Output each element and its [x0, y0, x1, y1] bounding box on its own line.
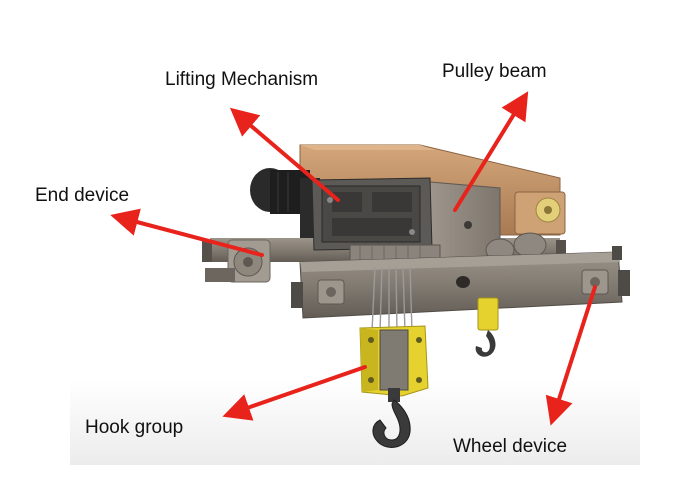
arrow-lifting-mechanism — [229, 107, 340, 202]
arrow-end-device — [110, 208, 264, 257]
end-device — [205, 239, 271, 283]
motor — [250, 168, 320, 238]
label-lifting-mechanism: Lifting Mechanism — [165, 69, 319, 90]
arrow-hook-group — [222, 365, 367, 421]
rear-hook — [475, 297, 499, 357]
lifting-mechanism — [311, 177, 433, 251]
wire-ropes — [371, 266, 413, 333]
label-pulley-beam: Pulley beam — [442, 61, 547, 82]
label-end-device: End device — [35, 185, 130, 206]
hook-group — [359, 325, 429, 448]
label-wheel-device: Wheel device — [453, 436, 568, 457]
pointer-arrows — [110, 91, 597, 426]
label-hook-group: Hook group — [85, 417, 184, 438]
arrow-wheel-device — [545, 285, 597, 426]
floor-shadow — [70, 380, 640, 465]
arrow-pulley-beam — [453, 91, 529, 212]
